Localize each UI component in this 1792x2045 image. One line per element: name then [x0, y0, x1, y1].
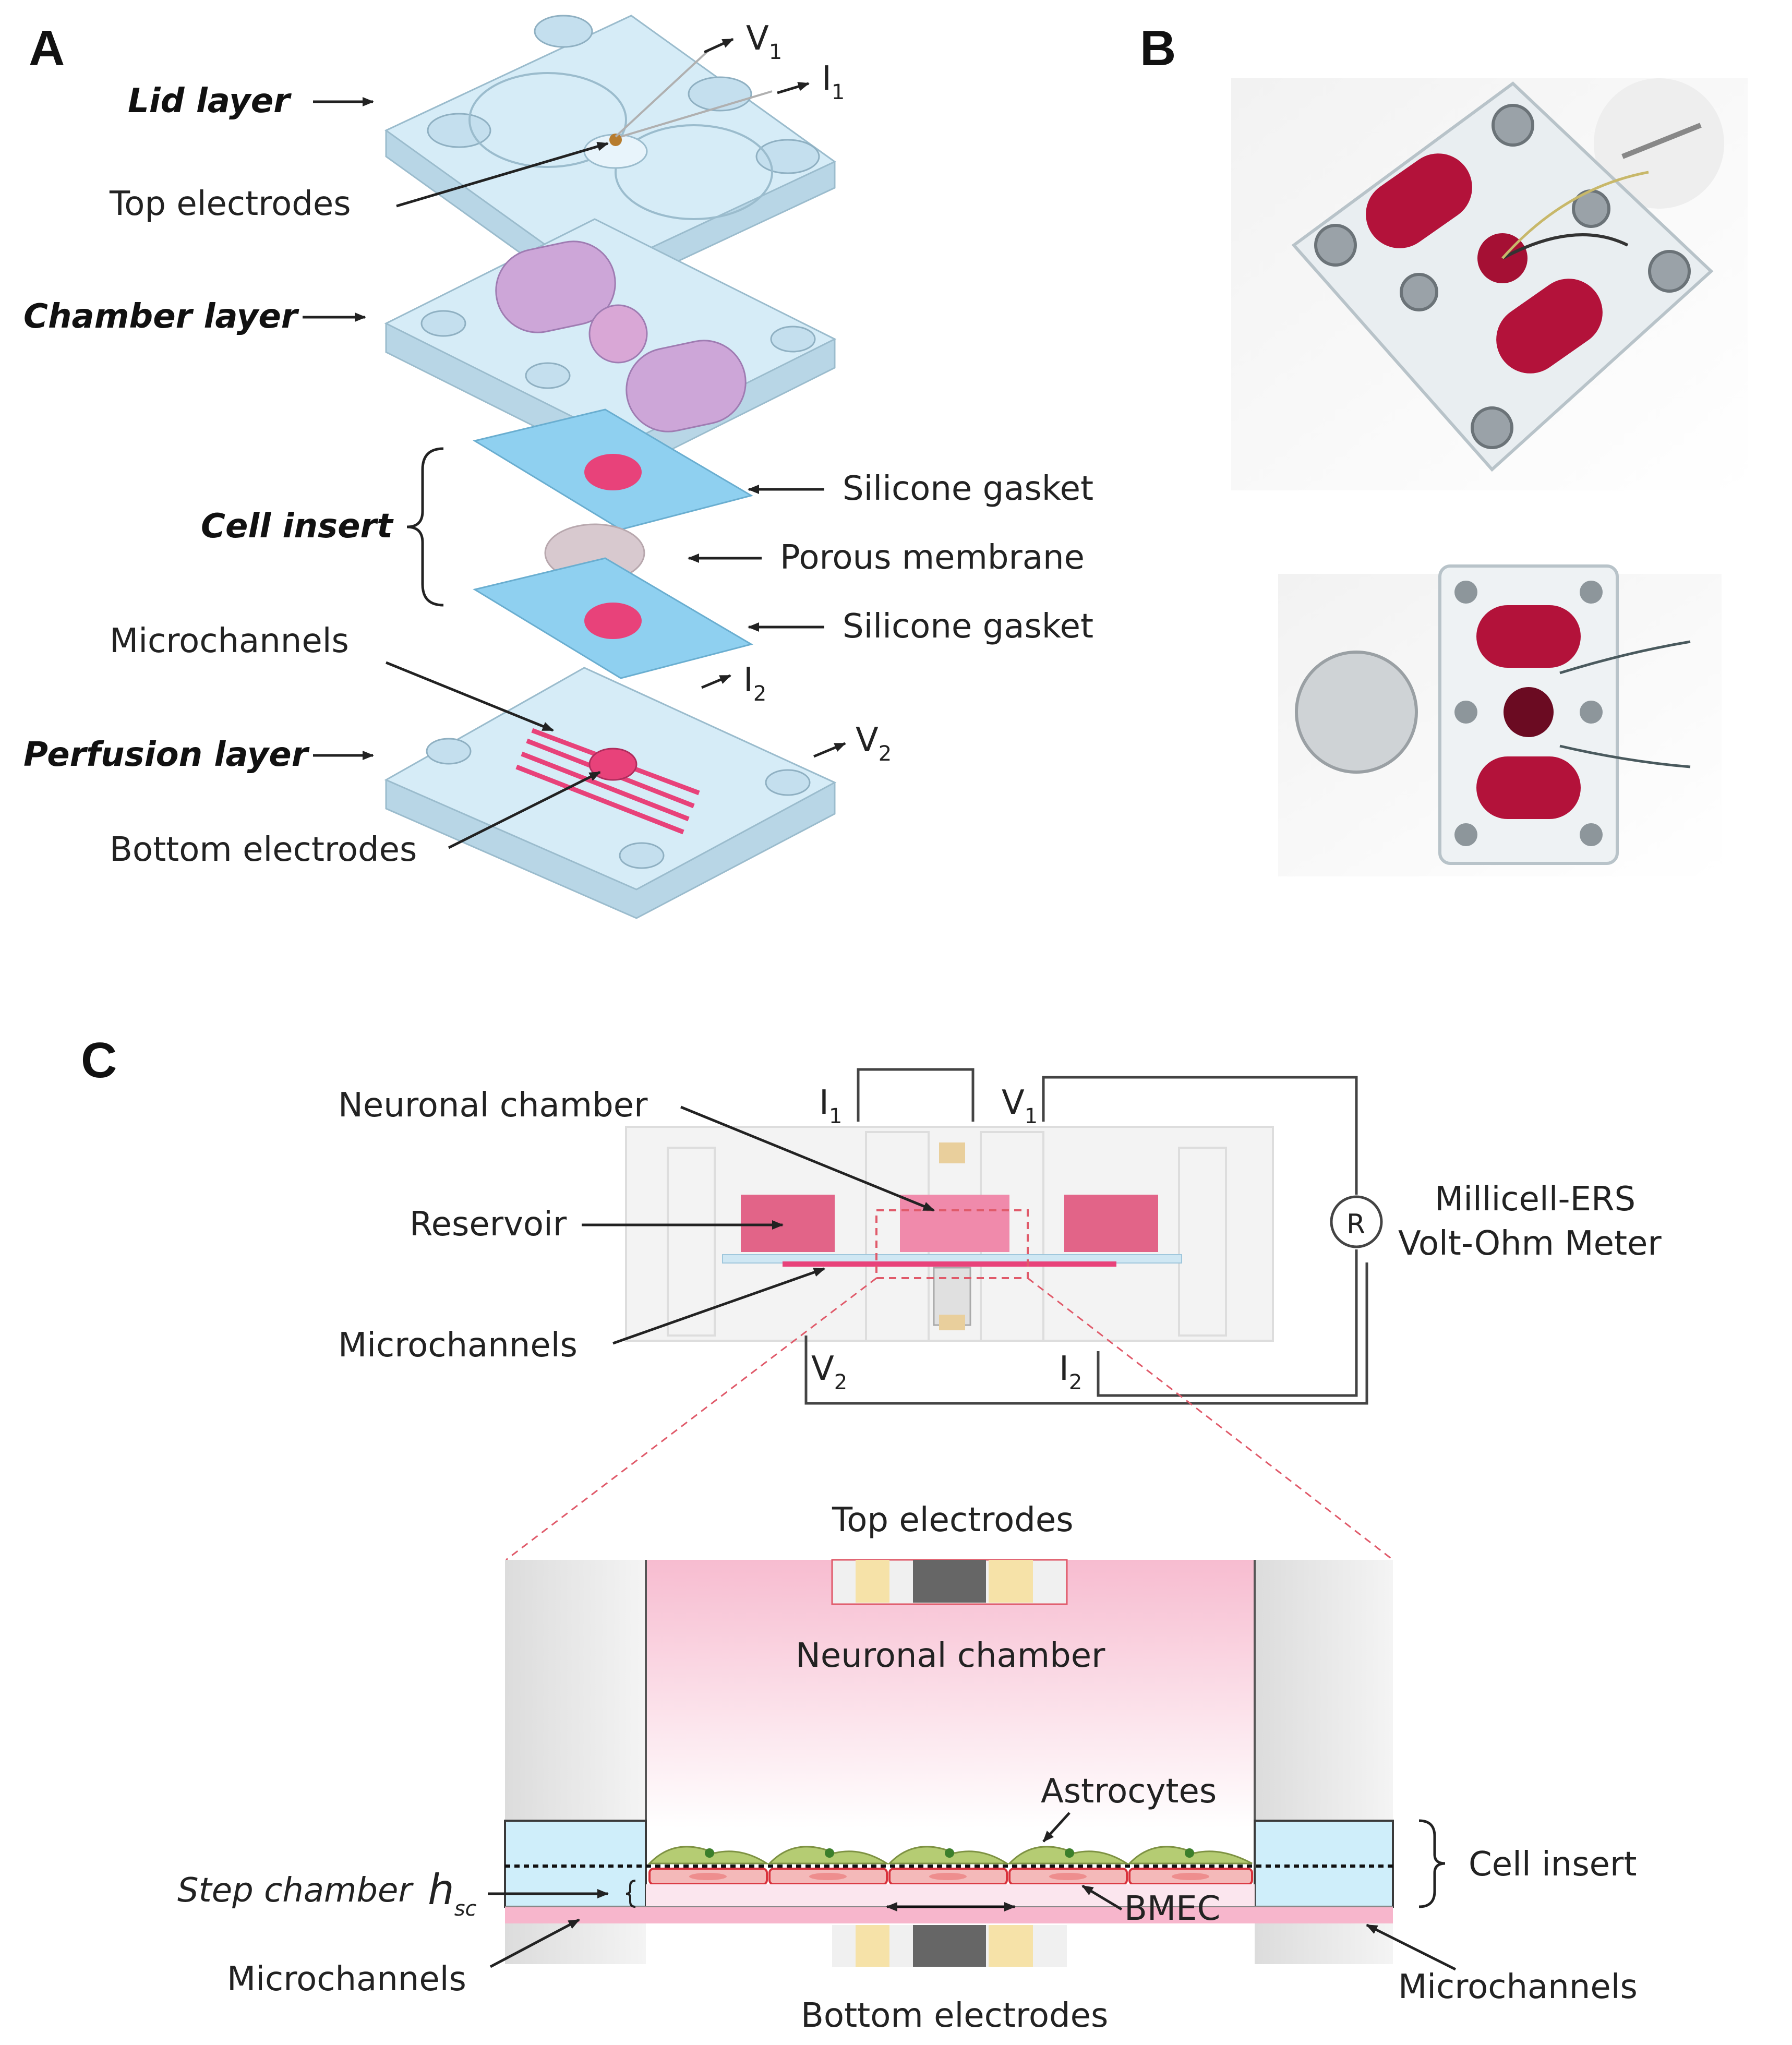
resistor-symbol — [1330, 1195, 1383, 1248]
label-microchannels-c-left: Microchannels — [227, 1960, 466, 1999]
panel-b-photo-bottom — [1278, 564, 1722, 876]
arrow-neuronal-chamber-top — [680, 1105, 935, 1212]
label-cell-insert-c: Cell insert — [1469, 1845, 1637, 1884]
label-top-electrodes: Top electrodes — [109, 185, 351, 223]
wire-i1 — [857, 1068, 975, 1122]
label-lid-layer: Lid layer — [128, 82, 292, 121]
label-neuronal-chamber-top: Neuronal chamber — [338, 1086, 648, 1125]
label-bottom-electrodes-c: Bottom electrodes — [801, 1996, 1108, 2035]
label-h-sc: hsc — [428, 1866, 477, 1921]
top-electrode-dot — [609, 134, 622, 146]
label-astrocytes: Astrocytes — [1041, 1772, 1217, 1811]
gasket-bottom-pink-well — [584, 603, 642, 639]
lid-layer-plate — [384, 15, 836, 304]
arrow-bottom-electrodes-a — [448, 771, 601, 849]
label-step-chamber: Step chamber — [177, 1871, 414, 1910]
bottom-electrode-well — [588, 748, 638, 781]
label-i1-a: I1 — [822, 59, 845, 104]
panel-a-exploded-view: Lid layer Chamber layer Cell insert Perf… — [23, 15, 1093, 919]
chamber-layer-plate — [384, 218, 837, 473]
label-bmec: BMEC — [1124, 1890, 1220, 1928]
arrow-bmec — [1081, 1884, 1123, 1911]
panel-letter-b: B — [1140, 20, 1176, 76]
label-i2-c: I2 — [1059, 1350, 1082, 1394]
label-v2-c: V2 — [811, 1350, 847, 1394]
label-v1-c: V1 — [1002, 1084, 1038, 1128]
label-bottom-electrodes-a: Bottom electrodes — [110, 831, 417, 869]
panel-letter-c: C — [81, 1032, 117, 1088]
panel-b-photo-top — [1231, 78, 1748, 490]
label-i2-a: I2 — [743, 661, 766, 706]
panel-c-detail: Top electrodes Neuronal chamber Astrocyt… — [177, 1501, 1638, 2035]
arrow-microchannels-c-right — [1366, 1923, 1457, 1971]
cell-insert-brace — [406, 447, 444, 607]
zoom-region-box — [875, 1209, 1029, 1279]
detail-top-electrode — [831, 1559, 1068, 1605]
gasket-top-pink-well — [584, 454, 642, 490]
resistor-label: R — [1346, 1209, 1365, 1240]
detail-microchannel — [505, 1907, 1393, 1923]
perfusion-layer-plate — [384, 667, 837, 919]
label-neuronal-chamber-detail: Neuronal chamber — [796, 1637, 1105, 1675]
step-chamber-brace — [626, 1880, 636, 1908]
label-microchannels-a: Microchannels — [110, 622, 349, 660]
cross-section-microchannel — [783, 1261, 1116, 1267]
label-silicone-gasket-bottom: Silicone gasket — [843, 607, 1093, 646]
zoom-line-right — [1027, 1277, 1393, 1561]
label-i1-c: I1 — [819, 1084, 842, 1128]
label-cell-insert: Cell insert — [201, 507, 394, 546]
arrow-astrocytes — [1042, 1812, 1071, 1843]
arrow-top-electrodes — [396, 142, 609, 208]
label-microchannels-c-right: Microchannels — [1398, 1968, 1638, 2006]
label-silicone-gasket-top: Silicone gasket — [843, 470, 1093, 508]
arrow-i2-a — [701, 674, 731, 689]
detail-bottom-electrode — [832, 1925, 1067, 1967]
arrow-v1-a — [703, 38, 734, 54]
label-porous-membrane: Porous membrane — [780, 538, 1085, 577]
label-reservoir: Reservoir — [410, 1205, 567, 1244]
cell-insert-brace-c — [1418, 1819, 1446, 1908]
reservoir-left — [741, 1195, 835, 1252]
label-microchannels-c-top: Microchannels — [338, 1326, 578, 1365]
arrow-microchannels-c-top — [612, 1267, 825, 1345]
wire-v2 — [804, 1262, 1368, 1405]
zoom-line-left — [506, 1277, 877, 1561]
arrow-i1-a — [777, 82, 810, 94]
arrow-v2-a — [813, 742, 846, 758]
wire-r-down — [1097, 1249, 1358, 1397]
wire-v1-r — [1042, 1076, 1358, 1195]
panel-c-cross-section: R Neuronal chamber Reservoir Microchanne… — [338, 1068, 1662, 1561]
arrow-microchannels-a — [386, 661, 554, 732]
panel-letter-a: A — [29, 20, 65, 76]
label-chamber-layer: Chamber layer — [23, 297, 299, 336]
label-perfusion-layer: Perfusion layer — [23, 736, 310, 774]
label-top-electrodes-c: Top electrodes — [832, 1501, 1074, 1539]
label-meter-line1: Millicell-ERS — [1435, 1180, 1635, 1219]
arrow-microchannels-c-left — [489, 1918, 580, 1968]
label-meter-line2: Volt-Ohm Meter — [1398, 1224, 1662, 1263]
label-v2-a: V2 — [856, 721, 892, 766]
label-v1-a: V1 — [746, 19, 782, 64]
detail-insert-right — [1254, 1820, 1394, 1908]
coin — [1295, 651, 1418, 774]
reservoir-right — [1064, 1195, 1158, 1252]
